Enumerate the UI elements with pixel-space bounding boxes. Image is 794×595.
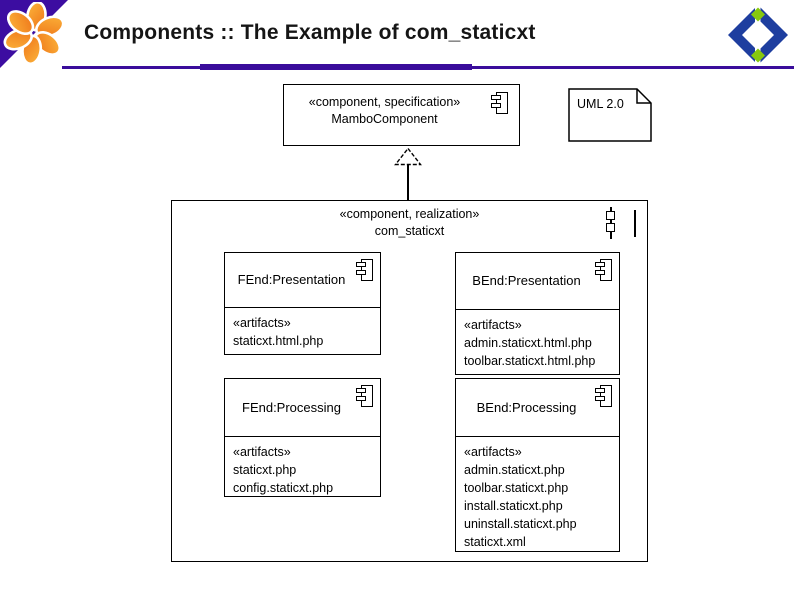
artifact-list: staticxt.html.php bbox=[233, 332, 380, 350]
part-name: BEnd:Processing bbox=[456, 379, 619, 437]
note-text: UML 2.0 bbox=[577, 97, 624, 111]
artifact-item: staticxt.xml bbox=[464, 534, 526, 549]
part-name-label: BEnd:Processing bbox=[476, 399, 577, 415]
artifact-item: admin.staticxt.html.php bbox=[464, 335, 592, 350]
artifacts-compartment: «artifacts» admin.staticxt.php toolbar.st… bbox=[456, 437, 619, 551]
artifact-item: staticxt.php bbox=[233, 462, 297, 477]
artifact-item: uninstall.staticxt.php bbox=[464, 516, 577, 531]
component-icon bbox=[595, 259, 613, 281]
artifacts-stereotype: «artifacts» bbox=[464, 444, 522, 459]
artifact-item: toolbar.staticxt.php bbox=[464, 480, 569, 495]
diamond-org-logo-icon bbox=[728, 4, 788, 66]
artifact-item: install.staticxt.php bbox=[464, 498, 563, 513]
realization-stereotype: «component, realization» bbox=[339, 207, 480, 221]
artifact-list: admin.staticxt.html.php toolbar.staticxt.… bbox=[464, 334, 619, 370]
part-name: BEnd:Presentation bbox=[456, 253, 619, 310]
part-box-fend-presentation: FEnd:Presentation «artifacts» staticxt.h… bbox=[224, 252, 381, 355]
component-icon bbox=[605, 207, 617, 239]
uml-note: UML 2.0 bbox=[568, 88, 652, 142]
realization-arrow-line bbox=[407, 164, 409, 201]
spec-component-box: «component, specification» MamboComponen… bbox=[283, 84, 520, 146]
realization-labels: «component, realization» com_staticxt bbox=[172, 206, 647, 240]
note-anchor-line bbox=[634, 210, 636, 237]
header-rule-thick-segment bbox=[200, 64, 472, 70]
artifact-list: admin.staticxt.php toolbar.staticxt.php in… bbox=[464, 461, 619, 551]
slide-title: Components :: The Example of com_staticx… bbox=[84, 21, 536, 44]
spec-name: MamboComponent bbox=[331, 112, 438, 126]
spec-component-labels: «component, specification» MamboComponen… bbox=[284, 94, 485, 128]
component-icon bbox=[595, 385, 613, 407]
artifacts-compartment: «artifacts» admin.staticxt.html.php toolb… bbox=[456, 310, 619, 370]
part-box-bend-processing: BEnd:Processing «artifacts» admin.static… bbox=[455, 378, 620, 552]
artifacts-stereotype: «artifacts» bbox=[464, 317, 522, 332]
part-name-label: FEnd:Presentation bbox=[237, 272, 346, 288]
component-icon bbox=[356, 385, 374, 407]
realization-name: com_staticxt bbox=[374, 224, 445, 238]
flower-logo-icon bbox=[3, 2, 65, 64]
part-box-fend-processing: FEnd:Processing «artifacts» staticxt.php… bbox=[224, 378, 381, 497]
part-name: FEnd:Presentation bbox=[225, 253, 380, 308]
artifacts-stereotype: «artifacts» bbox=[233, 315, 291, 330]
part-name: FEnd:Processing bbox=[225, 379, 380, 437]
artifact-item: toolbar.staticxt.html.php bbox=[464, 353, 596, 368]
artifact-list: staticxt.php config.staticxt.php bbox=[233, 461, 380, 497]
artifact-item: admin.staticxt.php bbox=[464, 462, 565, 477]
component-icon bbox=[356, 259, 374, 281]
part-name-label: BEnd:Presentation bbox=[472, 273, 581, 289]
artifact-item: staticxt.html.php bbox=[233, 333, 324, 348]
artifacts-stereotype: «artifacts» bbox=[233, 444, 291, 459]
part-box-bend-presentation: BEnd:Presentation «artifacts» admin.stat… bbox=[455, 252, 620, 375]
part-name-label: FEnd:Processing bbox=[242, 399, 341, 415]
artifacts-compartment: «artifacts» staticxt.php config.staticxt.… bbox=[225, 437, 380, 497]
artifacts-compartment: «artifacts» staticxt.html.php bbox=[225, 308, 380, 350]
note-icon bbox=[568, 88, 652, 142]
spec-stereotype: «component, specification» bbox=[308, 95, 461, 109]
artifact-item: config.staticxt.php bbox=[233, 480, 334, 495]
component-icon bbox=[491, 92, 509, 114]
